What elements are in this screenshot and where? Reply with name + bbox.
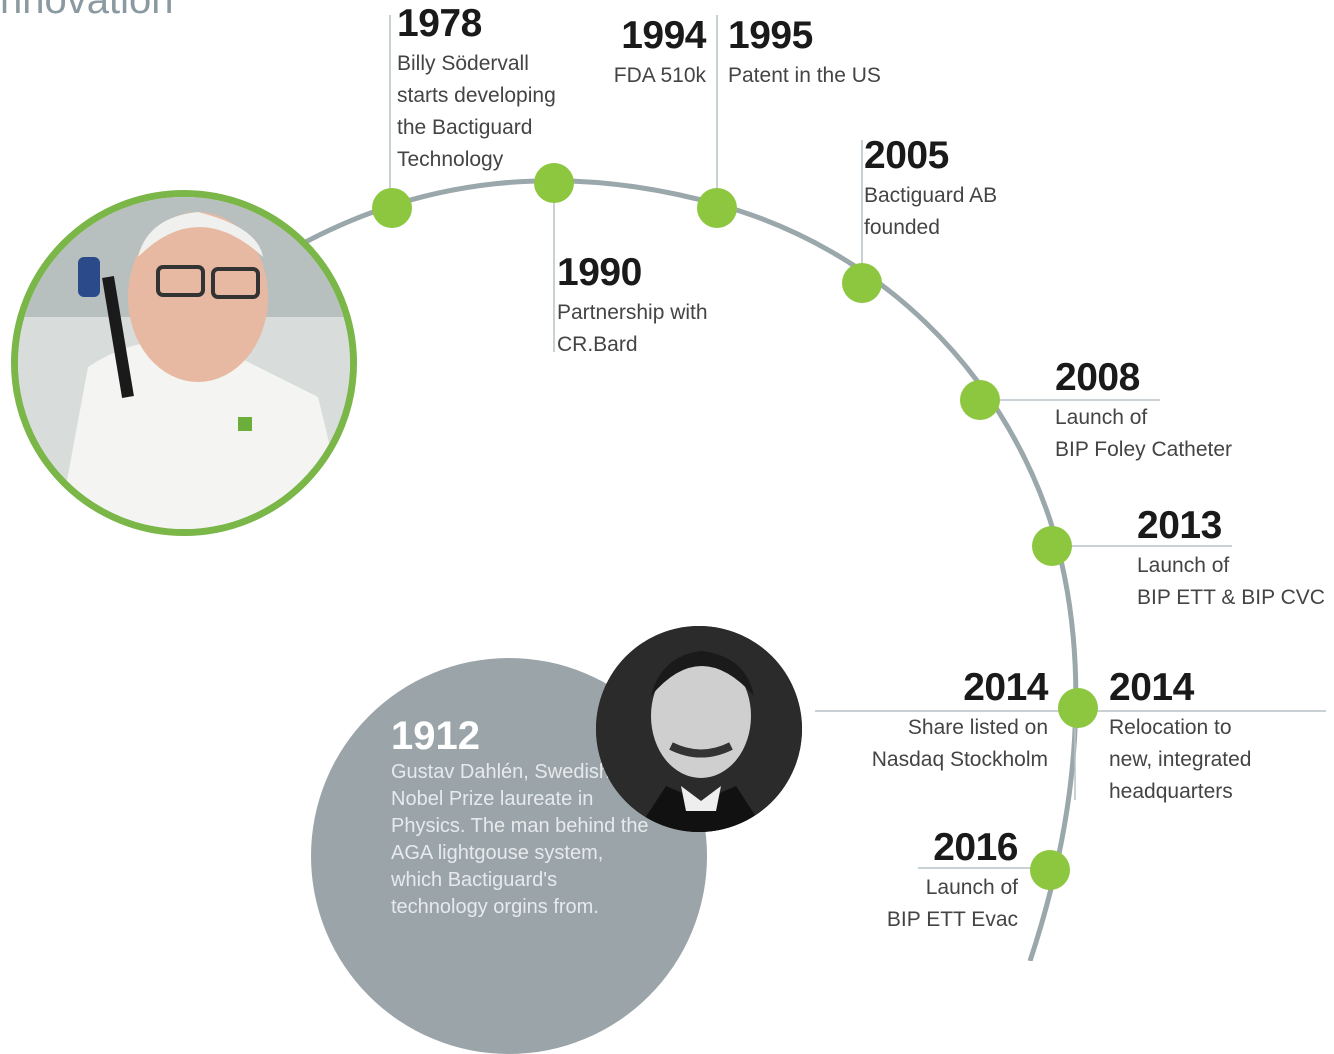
desc-line: Nasdaq Stockholm [871, 748, 1048, 771]
desc-line: Launch of [925, 876, 1018, 899]
desc-line: founded [864, 216, 940, 239]
event-1978: 1978 Billy Södervall starts developing t… [397, 4, 556, 176]
desc-line: starts developing [397, 84, 556, 107]
desc-line: FDA 510k [613, 64, 706, 87]
desc-line: new, integrated [1109, 748, 1252, 771]
event-year: 1978 [397, 2, 482, 45]
dot-2008 [960, 380, 1000, 420]
event-year: 1994 [621, 14, 706, 57]
event-desc: FDA 510k [590, 60, 706, 92]
event-year: 2016 [933, 826, 1018, 869]
event-year: 2005 [864, 134, 949, 177]
dot-2014 [1058, 688, 1098, 728]
event-desc: Launch of BIP Foley Catheter [1055, 402, 1232, 466]
event-2005: 2005 Bactiguard AB founded [864, 136, 997, 244]
event-desc: Billy Södervall starts developing the Ba… [397, 48, 556, 176]
desc-line: Bactiguard AB [864, 184, 998, 207]
desc-line: Patent in the US [728, 64, 881, 87]
event-1994: 1994 FDA 510k [590, 14, 707, 92]
event-year: 2014 [963, 666, 1048, 709]
scientist-illustration [18, 197, 350, 529]
dot-1978 [372, 188, 412, 228]
desc-line: Share listed on [907, 716, 1048, 739]
feature-description: Gustav Dahlén, Swedish Nobel Prize laure… [391, 761, 649, 918]
desc-line: Relocation to [1109, 716, 1232, 739]
desc-line: Billy Södervall [397, 52, 529, 75]
portrait-photo [596, 626, 802, 832]
dot-1990 [534, 163, 574, 203]
event-1995: 1995 Patent in the US [728, 16, 881, 92]
event-2016: 2016 Launch of BIP ETT Evac [860, 826, 1019, 936]
portrait-illustration [596, 626, 802, 832]
timeline-dots [372, 163, 1098, 890]
scientist-photo [11, 190, 357, 536]
timeline-arc-graphic [298, 15, 1326, 961]
desc-line: Launch of [1137, 554, 1230, 577]
event-year: 1990 [557, 251, 642, 294]
dot-2013 [1032, 526, 1072, 566]
event-2013: 2013 Launch of BIP ETT & BIP CVC [1137, 506, 1325, 614]
desc-line: Technology [397, 148, 504, 171]
event-desc: Share listed on Nasdaq Stockholm [840, 712, 1048, 776]
desc-line: Launch of [1055, 406, 1148, 429]
event-1990: 1990 Partnership with CR.Bard [557, 253, 708, 361]
event-2014-relocation: 2014 Relocation to new, integrated headq… [1109, 668, 1251, 808]
desc-line: BIP ETT Evac [886, 908, 1018, 931]
feature-year: 1912 [391, 714, 480, 758]
dot-2005 [842, 263, 882, 303]
event-desc: Partnership with CR.Bard [557, 297, 708, 361]
event-year: 2013 [1137, 504, 1222, 547]
event-desc: Launch of BIP ETT & BIP CVC [1137, 550, 1325, 614]
event-desc: Launch of BIP ETT Evac [860, 872, 1018, 936]
event-2008: 2008 Launch of BIP Foley Catheter [1055, 358, 1232, 466]
event-year: 2014 [1109, 666, 1194, 709]
dot-1995 [697, 188, 737, 228]
event-year: 2008 [1055, 356, 1140, 399]
desc-line: headquarters [1109, 780, 1233, 803]
event-desc: Patent in the US [728, 60, 881, 92]
desc-line: Partnership with [557, 301, 708, 324]
event-desc: Bactiguard AB founded [864, 180, 997, 244]
desc-line: the Bactiguard [397, 116, 533, 139]
dot-2016 [1030, 850, 1070, 890]
event-2014-share: 2014 Share listed on Nasdaq Stockholm [840, 666, 1049, 776]
event-year: 1995 [728, 14, 813, 57]
desc-line: BIP Foley Catheter [1055, 438, 1233, 461]
page-title: nnovation [0, 0, 174, 22]
desc-line: CR.Bard [557, 333, 638, 356]
desc-line: BIP ETT & BIP CVC [1137, 586, 1325, 609]
event-desc: Relocation to new, integrated headquarte… [1109, 712, 1251, 808]
